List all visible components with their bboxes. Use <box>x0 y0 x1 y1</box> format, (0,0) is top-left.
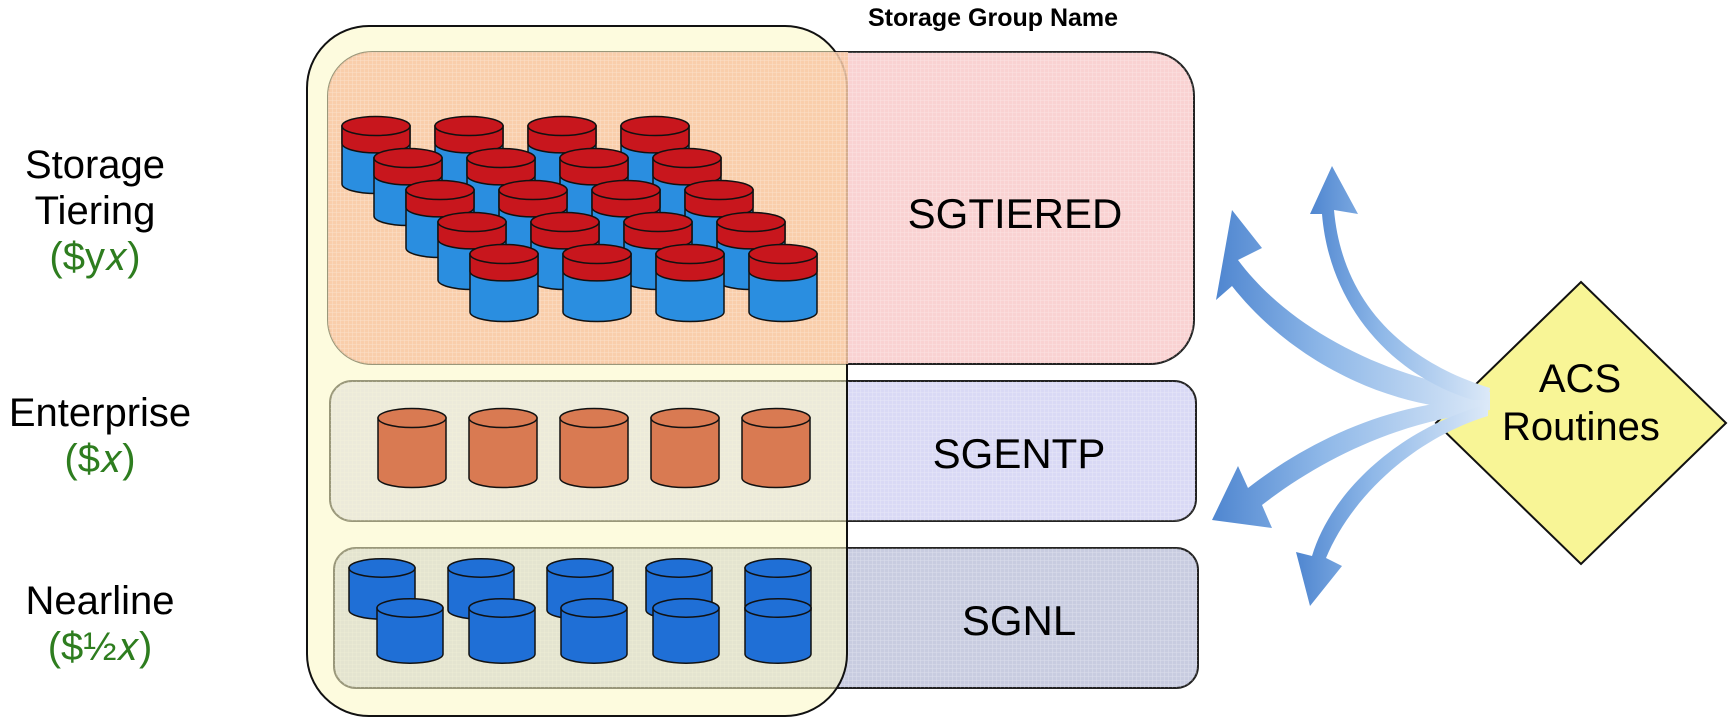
ssd-disk <box>469 243 539 323</box>
nearline-disk-group <box>348 558 812 664</box>
acs-routing-arrows <box>1212 166 1490 606</box>
enterprise-disk <box>559 407 629 489</box>
enterprise-disk <box>468 407 538 489</box>
sg-name-sgnl: SGNL <box>961 597 1077 644</box>
ssd-disk <box>655 243 725 323</box>
acs-line2: Routines <box>1502 405 1660 449</box>
storage-group-header: Storage Group Name <box>868 4 1119 32</box>
ssd-disk <box>748 243 818 323</box>
nearline-disk <box>560 598 628 664</box>
tier-cost: ($𝑥) <box>64 437 136 481</box>
tier-label-enterprise: Enterprise ($𝑥) <box>0 390 200 482</box>
nearline-disk <box>376 598 444 664</box>
enterprise-disk-group <box>377 407 811 489</box>
tier-label-storage-tiering: Storage Tiering ($y𝑥) <box>10 142 180 280</box>
acs-diamond <box>1434 280 1728 566</box>
enterprise-disk <box>377 407 447 489</box>
nearline-disk <box>744 598 812 664</box>
ssd-disk-group <box>341 115 818 323</box>
tier-cost: ($½𝑥) <box>47 625 153 669</box>
arrow-up-tiered-right <box>1310 166 1490 404</box>
tier-name-line1: Enterprise <box>8 391 192 435</box>
tier-name-line1: Storage <box>24 143 166 187</box>
sg-name-sgtiered: SGTIERED <box>907 190 1123 237</box>
tier-cost: ($y𝑥) <box>49 235 141 279</box>
acs-routines-label: ACS Routines <box>1502 355 1660 451</box>
ssd-disk <box>562 243 632 323</box>
tier-name-line2: Tiering <box>34 189 156 233</box>
tier-name-line1: Nearline <box>25 579 175 623</box>
arrow-nearline <box>1296 404 1488 606</box>
nearline-disk <box>468 598 536 664</box>
tier-label-nearline: Nearline ($½𝑥) <box>10 578 190 670</box>
sg-name-sgentp: SGENTP <box>932 430 1106 477</box>
enterprise-disk <box>650 407 720 489</box>
nearline-disk <box>652 598 720 664</box>
acs-line1: ACS <box>1538 357 1622 401</box>
enterprise-disk <box>741 407 811 489</box>
